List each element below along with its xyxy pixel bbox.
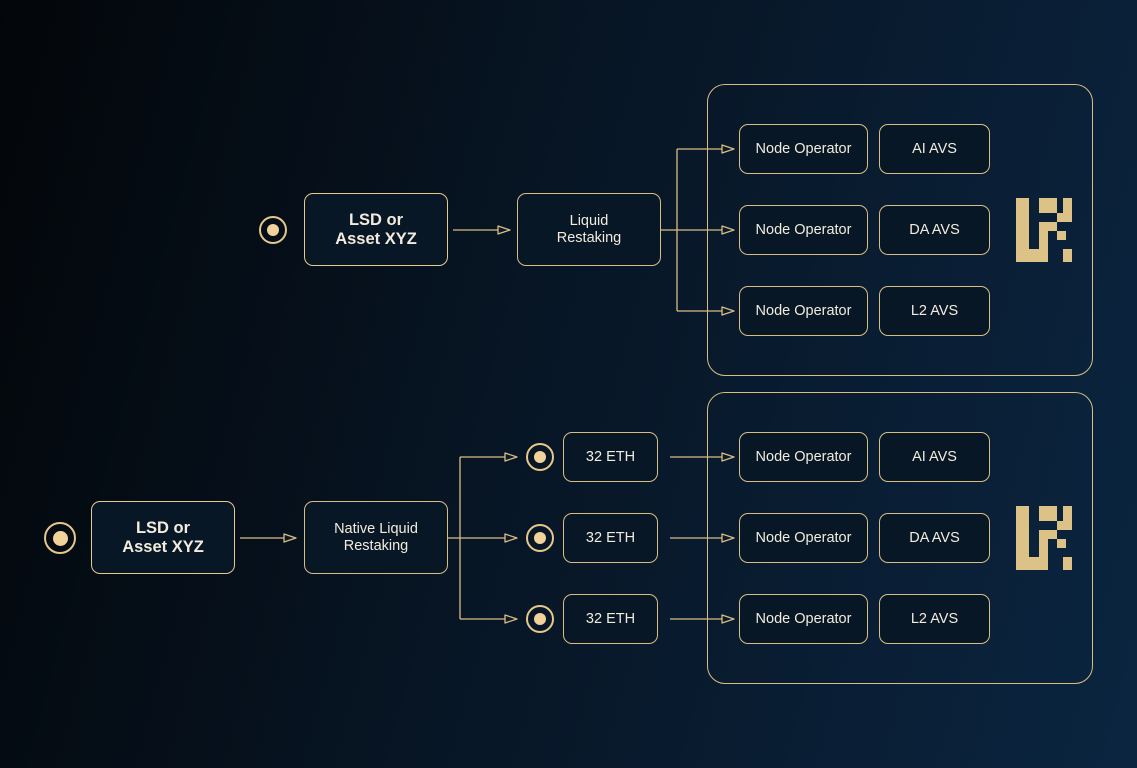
avs-label: L2 AVS: [910, 302, 959, 319]
avs-label: AI AVS: [912, 140, 957, 157]
liquid-restaking-node: Liquid Restaking: [517, 193, 661, 266]
asset-label-top: LSD or Asset XYZ: [335, 210, 417, 248]
asset-node-bottom: LSD or Asset XYZ: [91, 501, 235, 574]
avs-node-top-3: L2 AVS: [879, 286, 990, 336]
source-icon: [44, 522, 76, 554]
source-icon: [259, 216, 287, 244]
operator-label: Node Operator: [755, 140, 852, 157]
arrowhead: [721, 452, 735, 462]
avs-node-top-1: AI AVS: [879, 124, 990, 174]
stake-node-3: 32 ETH: [563, 594, 658, 644]
liquid-restaking-label: Liquid Restaking: [556, 212, 622, 246]
brand-logo-icon: [1016, 198, 1072, 262]
stake-label: 32 ETH: [585, 529, 636, 546]
arrowhead: [721, 614, 735, 624]
avs-node-top-2: DA AVS: [879, 205, 990, 255]
asset-label-bottom: LSD or Asset XYZ: [122, 518, 204, 556]
native-restaking-node: Native Liquid Restaking: [304, 501, 448, 574]
avs-node-bottom-3: L2 AVS: [879, 594, 990, 644]
avs-label: AI AVS: [912, 448, 957, 465]
operator-node-top-3: Node Operator: [739, 286, 868, 336]
operator-node-bottom-1: Node Operator: [739, 432, 868, 482]
avs-label: DA AVS: [909, 529, 960, 546]
source-icon: [526, 524, 554, 552]
avs-group-bottom: [707, 392, 1093, 684]
operator-node-top-2: Node Operator: [739, 205, 868, 255]
operator-label: Node Operator: [755, 221, 852, 238]
branch-restaking-bottom: [448, 456, 511, 620]
avs-node-bottom-1: AI AVS: [879, 432, 990, 482]
operator-node-top-1: Node Operator: [739, 124, 868, 174]
operator-label: Node Operator: [755, 302, 852, 319]
arrowhead: [721, 144, 735, 154]
arrowhead: [283, 533, 297, 543]
arrowhead: [504, 614, 518, 624]
arrowhead: [504, 533, 518, 543]
avs-label: DA AVS: [909, 221, 960, 238]
source-icon: [526, 605, 554, 633]
arrowhead: [721, 225, 735, 235]
branch-restaking-top: [661, 148, 727, 312]
stake-label: 32 ETH: [585, 610, 636, 627]
arrowhead: [497, 225, 511, 235]
stake-label: 32 ETH: [585, 448, 636, 465]
native-restaking-label: Native Liquid Restaking: [334, 520, 418, 554]
operator-node-bottom-3: Node Operator: [739, 594, 868, 644]
arrowhead: [721, 533, 735, 543]
brand-logo-icon: [1016, 506, 1072, 570]
avs-node-bottom-2: DA AVS: [879, 513, 990, 563]
arrowhead: [504, 452, 518, 462]
asset-node-top: LSD or Asset XYZ: [304, 193, 448, 266]
stake-node-2: 32 ETH: [563, 513, 658, 563]
operator-label: Node Operator: [755, 529, 852, 546]
avs-group-top: [707, 84, 1093, 376]
stake-node-1: 32 ETH: [563, 432, 658, 482]
operator-node-bottom-2: Node Operator: [739, 513, 868, 563]
operator-label: Node Operator: [755, 448, 852, 465]
arrowhead: [721, 306, 735, 316]
source-icon: [526, 443, 554, 471]
operator-label: Node Operator: [755, 610, 852, 627]
avs-label: L2 AVS: [910, 610, 959, 627]
